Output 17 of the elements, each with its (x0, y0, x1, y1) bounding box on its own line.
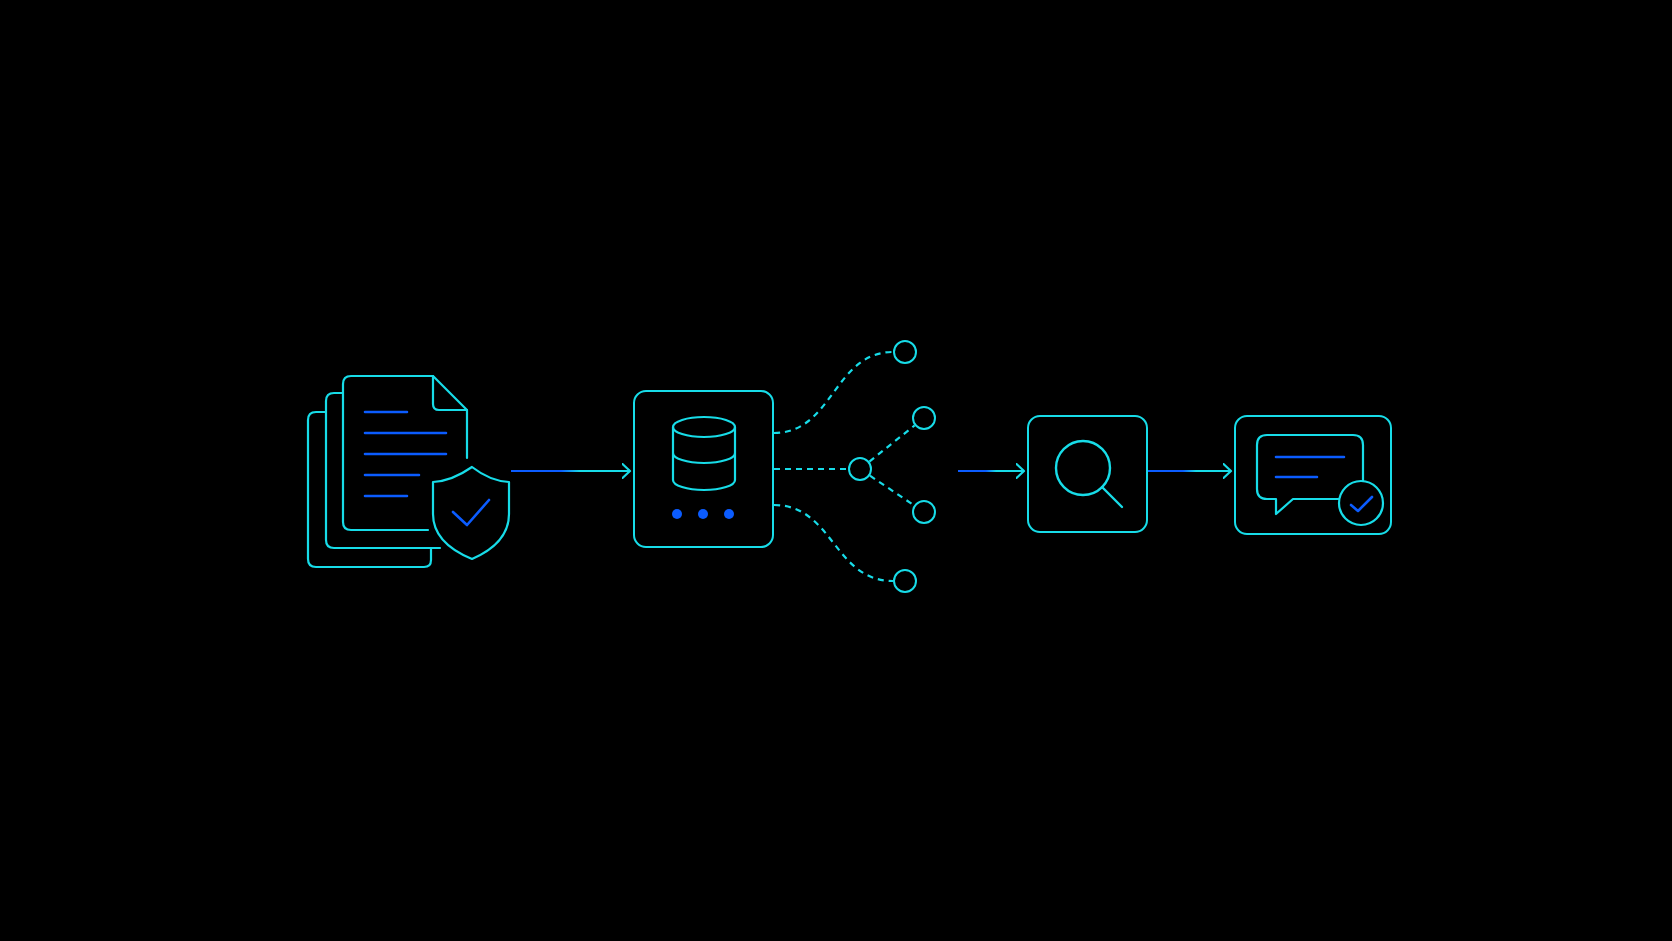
node-circle (912, 406, 936, 430)
dashed-line (774, 467, 848, 471)
arrow (1148, 462, 1233, 480)
node-circle (848, 457, 872, 481)
node-circle (893, 569, 917, 593)
database-card (633, 390, 774, 548)
dashed-line (773, 350, 894, 435)
dashed-line (869, 474, 915, 507)
node-circle (912, 500, 936, 524)
node-circle (893, 340, 917, 364)
message-card (1234, 415, 1392, 535)
arrow (958, 462, 1026, 480)
document-shield-icon (306, 374, 511, 569)
dashed-line (773, 503, 894, 583)
arrow (511, 462, 632, 480)
search-card (1027, 415, 1148, 533)
dashed-line (868, 424, 916, 463)
